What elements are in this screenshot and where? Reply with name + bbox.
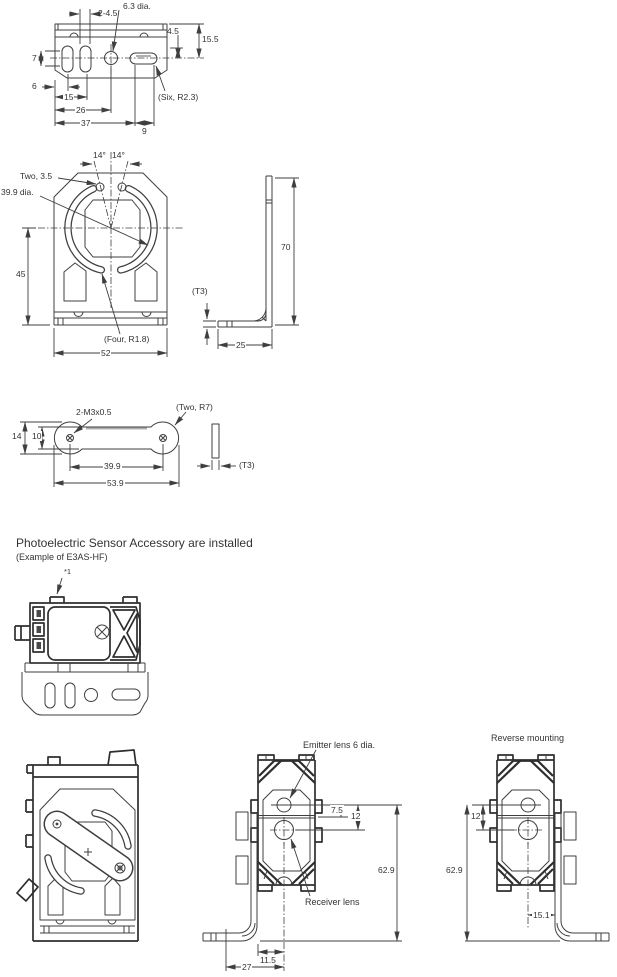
dim-25: 25	[235, 340, 247, 350]
dim-62-9-reverse: 62.9	[445, 865, 464, 875]
dim-39-9: 39.9	[103, 461, 122, 471]
dim-12-front: 12	[350, 811, 362, 821]
dim-10: 10	[31, 431, 43, 441]
note-six-r23: (Six, R2.3)	[158, 92, 199, 102]
dim-hole-dia: 6.3 dia.	[123, 1, 151, 11]
dim-15-5: 15.5	[202, 34, 219, 44]
dim-52: 52	[100, 348, 112, 358]
installed-rear-view-drawing	[16, 749, 139, 942]
note-two-r7: (Two, R7)	[176, 402, 213, 412]
dim-7-5: 7.5	[330, 805, 344, 815]
dim-7: 7	[32, 53, 37, 63]
dim-9: 9	[142, 126, 147, 136]
section-title: Photoelectric Sensor Accessory are insta…	[16, 536, 253, 550]
note-two-35: Two, 3.5	[20, 171, 53, 181]
dim-39-9-dia: 39.9 dia.	[1, 187, 34, 197]
installed-top-view-drawing	[14, 596, 149, 716]
label-emitter-lens: Emitter lens 6 dia.	[303, 740, 376, 750]
dim-t3-arm: (T3)	[239, 460, 255, 470]
label-receiver-lens: Receiver lens	[305, 897, 360, 907]
section-subtitle: (Example of E3AS-HF)	[16, 552, 108, 562]
dim-15: 15	[63, 92, 75, 102]
installed-front-view-drawing	[202, 749, 402, 971]
dim-11-5: 11.5	[260, 955, 276, 965]
dim-t3-bracket: (T3)	[192, 286, 208, 296]
footnote-leader	[56, 577, 63, 595]
dim-27: 27	[241, 962, 253, 972]
dim-26: 26	[75, 105, 87, 115]
dim-4-5: 4.5	[167, 26, 179, 36]
dim-70: 70	[281, 242, 291, 252]
bracket-side-view-drawing	[203, 175, 299, 349]
reverse-title: Reverse mounting	[491, 733, 565, 743]
footnote-marker: *1	[64, 567, 72, 576]
arm-plate-drawing	[20, 411, 236, 487]
note-four-r18: (Four, R1.8)	[104, 334, 150, 344]
dim-12-reverse: 12	[470, 811, 482, 821]
dim-two-slots: 2-4.5	[98, 8, 118, 18]
dim-6: 6	[32, 81, 37, 91]
dim-thread: 2-M3x0.5	[76, 407, 112, 417]
dim-53-9: 53.9	[106, 478, 125, 488]
dim-62-9-front: 62.9	[377, 865, 396, 875]
dim-15-1: 15.1	[532, 910, 551, 920]
dim-45: 45	[16, 269, 26, 279]
plate-top-view-drawing	[38, 9, 204, 126]
dim-angle-left: 14°	[93, 150, 106, 160]
dim-37: 37	[80, 118, 92, 128]
dim-angle-right: 14°	[112, 150, 125, 160]
dim-14: 14	[12, 431, 22, 441]
bracket-front-view-drawing	[22, 152, 184, 357]
